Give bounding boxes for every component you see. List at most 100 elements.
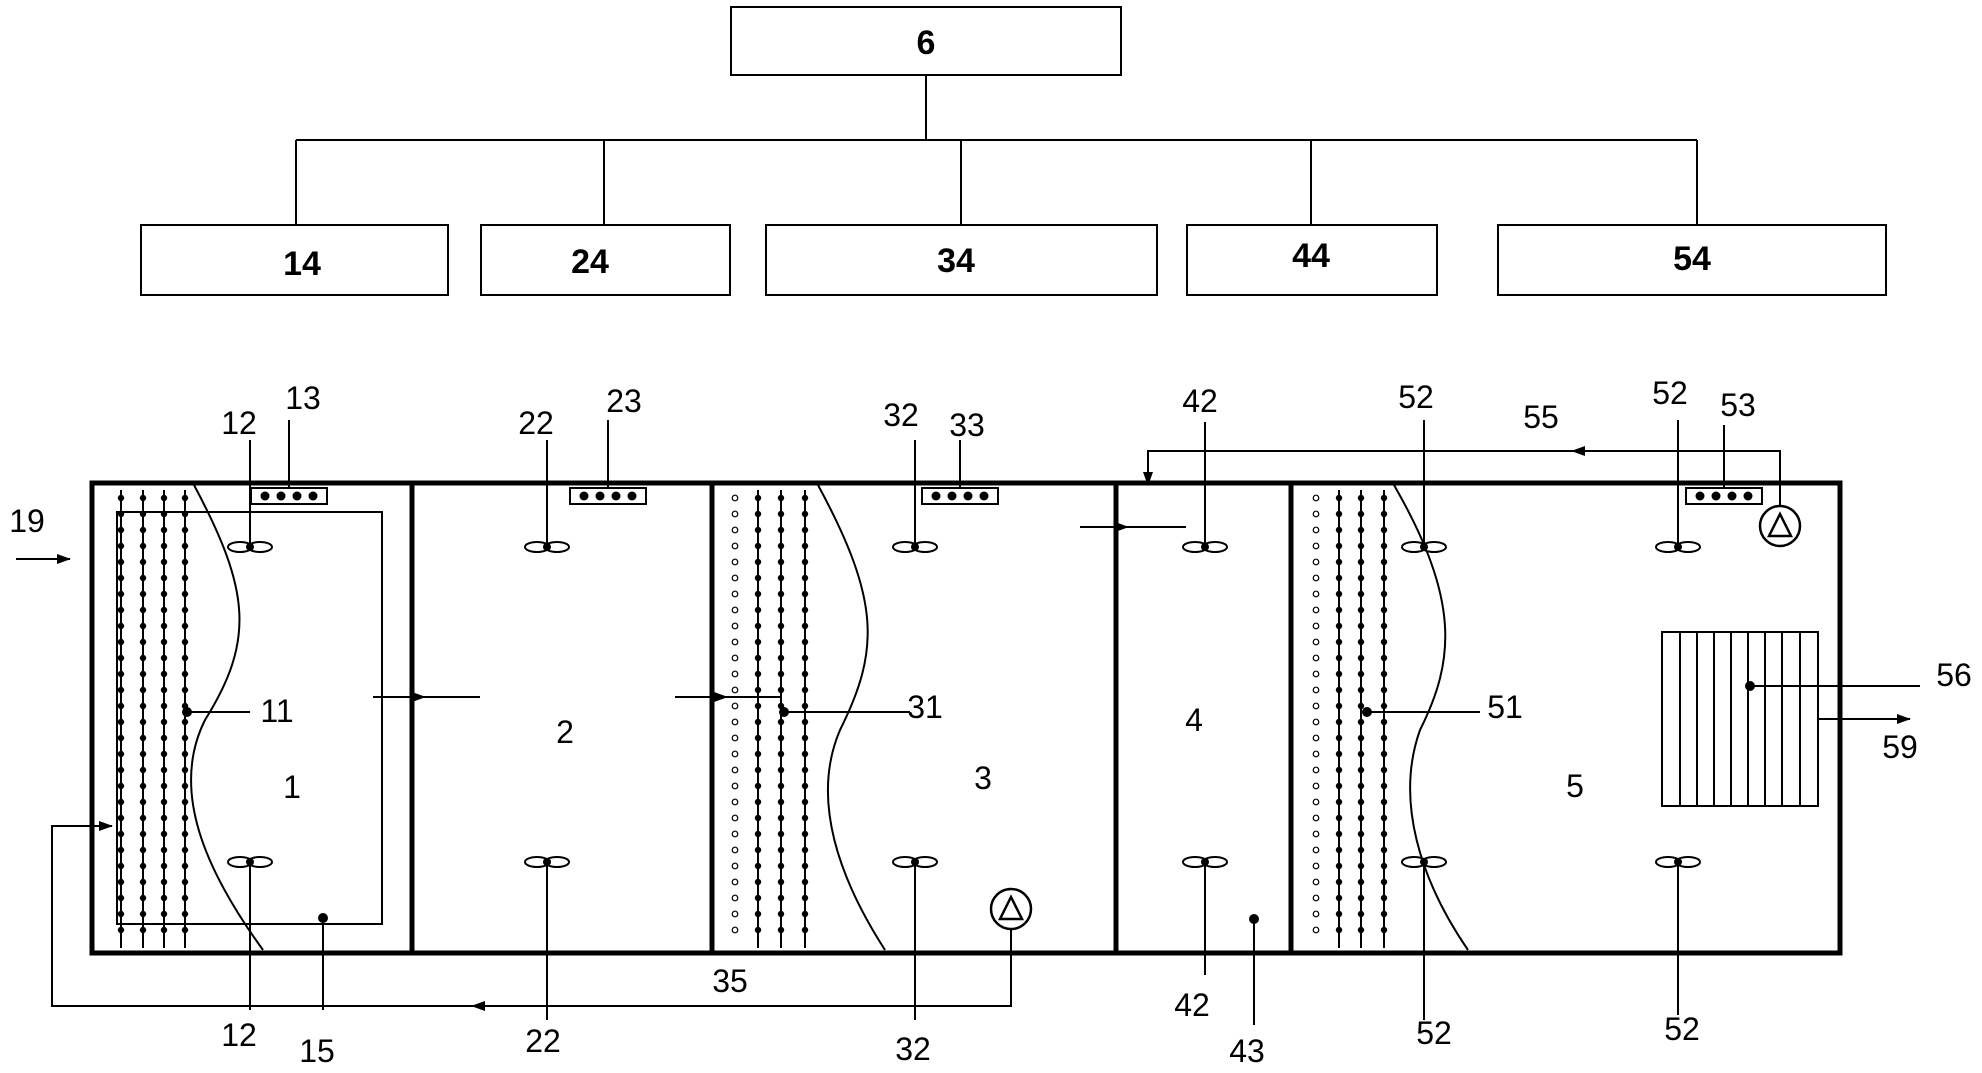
media-dot: [1357, 734, 1365, 742]
media-dot: [1335, 526, 1343, 534]
media-dot: [801, 510, 809, 518]
media-dot: [1357, 638, 1365, 646]
media-dot: [801, 622, 809, 630]
media-dot: [160, 862, 168, 870]
media-dot: [117, 638, 125, 646]
tank-1-media-columns: [117, 490, 189, 948]
media-dot: [801, 878, 809, 886]
tank-3-label: 3: [974, 760, 992, 796]
media-dot: [731, 894, 739, 902]
media-dot: [1312, 798, 1320, 806]
callout-13: 13: [285, 380, 321, 416]
media-dot: [801, 766, 809, 774]
media-dot: [754, 862, 762, 870]
media-dot: [139, 750, 147, 758]
media-dot: [181, 926, 189, 934]
media-dot: [754, 846, 762, 854]
callout-22-top: 22: [518, 405, 554, 441]
media-dot: [181, 814, 189, 822]
filter-56: [1661, 631, 1819, 807]
media-dot: [1380, 878, 1388, 886]
media-dot: [801, 670, 809, 678]
media-dot: [1357, 622, 1365, 630]
callout-55: 55: [1523, 399, 1559, 435]
media-dot: [731, 750, 739, 758]
media-dot: [777, 510, 785, 518]
media-dot: [754, 638, 762, 646]
media-dot: [1335, 926, 1343, 934]
media-dot: [777, 846, 785, 854]
media-dot: [117, 590, 125, 598]
media-dot: [777, 910, 785, 918]
media-dot: [1335, 894, 1343, 902]
media-dot: [117, 878, 125, 886]
media-dot: [1380, 766, 1388, 774]
media-dot: [801, 734, 809, 742]
media-dot: [1312, 494, 1320, 502]
media-dot: [731, 606, 739, 614]
tank-2-label: 2: [556, 714, 574, 750]
control-unit-54-label: 54: [1673, 240, 1711, 278]
media-dot: [754, 670, 762, 678]
media-dot: [1335, 830, 1343, 838]
media-dot: [139, 542, 147, 550]
media-dot: [731, 718, 739, 726]
media-dot: [1357, 558, 1365, 566]
media-dot: [181, 766, 189, 774]
media-dot: [1312, 686, 1320, 694]
tank-train: [89, 480, 1843, 956]
tank-5-membrane-curve: [1393, 484, 1469, 951]
media-dot: [754, 542, 762, 550]
media-dot: [777, 606, 785, 614]
media-dot: [777, 494, 785, 502]
media-dot: [117, 718, 125, 726]
callout-53: 53: [1720, 387, 1756, 423]
media-dot: [139, 590, 147, 598]
flow-arrows: [16, 446, 1911, 1011]
media-dot: [1312, 846, 1320, 854]
media-dot: [1312, 542, 1320, 550]
media-dot: [117, 606, 125, 614]
media-dot: [181, 910, 189, 918]
media-dot: [731, 846, 739, 854]
media-dot: [160, 558, 168, 566]
media-dot: [1312, 558, 1320, 566]
media-dot: [801, 686, 809, 694]
media-dot: [181, 734, 189, 742]
media-dot: [160, 926, 168, 934]
media-dot: [801, 782, 809, 790]
media-dot: [181, 558, 189, 566]
callout-12-top: 12: [221, 405, 257, 441]
media-dot: [777, 686, 785, 694]
media-dot: [117, 494, 125, 502]
media-dot: [181, 862, 189, 870]
media-dot: [731, 510, 739, 518]
media-dot: [1335, 702, 1343, 710]
media-dot: [117, 670, 125, 678]
callout-15: 15: [299, 1033, 335, 1069]
media-dot: [181, 830, 189, 838]
media-dot: [1380, 558, 1388, 566]
media-dot: [1312, 622, 1320, 630]
controller-label: 6: [917, 24, 936, 62]
media-dot: [777, 654, 785, 662]
media-dot: [181, 654, 189, 662]
media-dot: [1312, 814, 1320, 822]
media-dot: [1335, 734, 1343, 742]
media-dot: [160, 702, 168, 710]
media-dot: [731, 734, 739, 742]
media-dot: [1312, 926, 1320, 934]
media-dot: [1312, 910, 1320, 918]
media-dot: [117, 526, 125, 534]
media-dot: [1357, 686, 1365, 694]
media-dot: [1380, 862, 1388, 870]
media-dot: [777, 638, 785, 646]
media-dot: [731, 542, 739, 550]
media-dot: [1312, 862, 1320, 870]
media-dot: [801, 494, 809, 502]
media-dot: [1335, 766, 1343, 774]
media-dot: [754, 910, 762, 918]
media-dot: [1312, 718, 1320, 726]
callout-32-top: 32: [883, 397, 919, 433]
media-dot: [777, 814, 785, 822]
